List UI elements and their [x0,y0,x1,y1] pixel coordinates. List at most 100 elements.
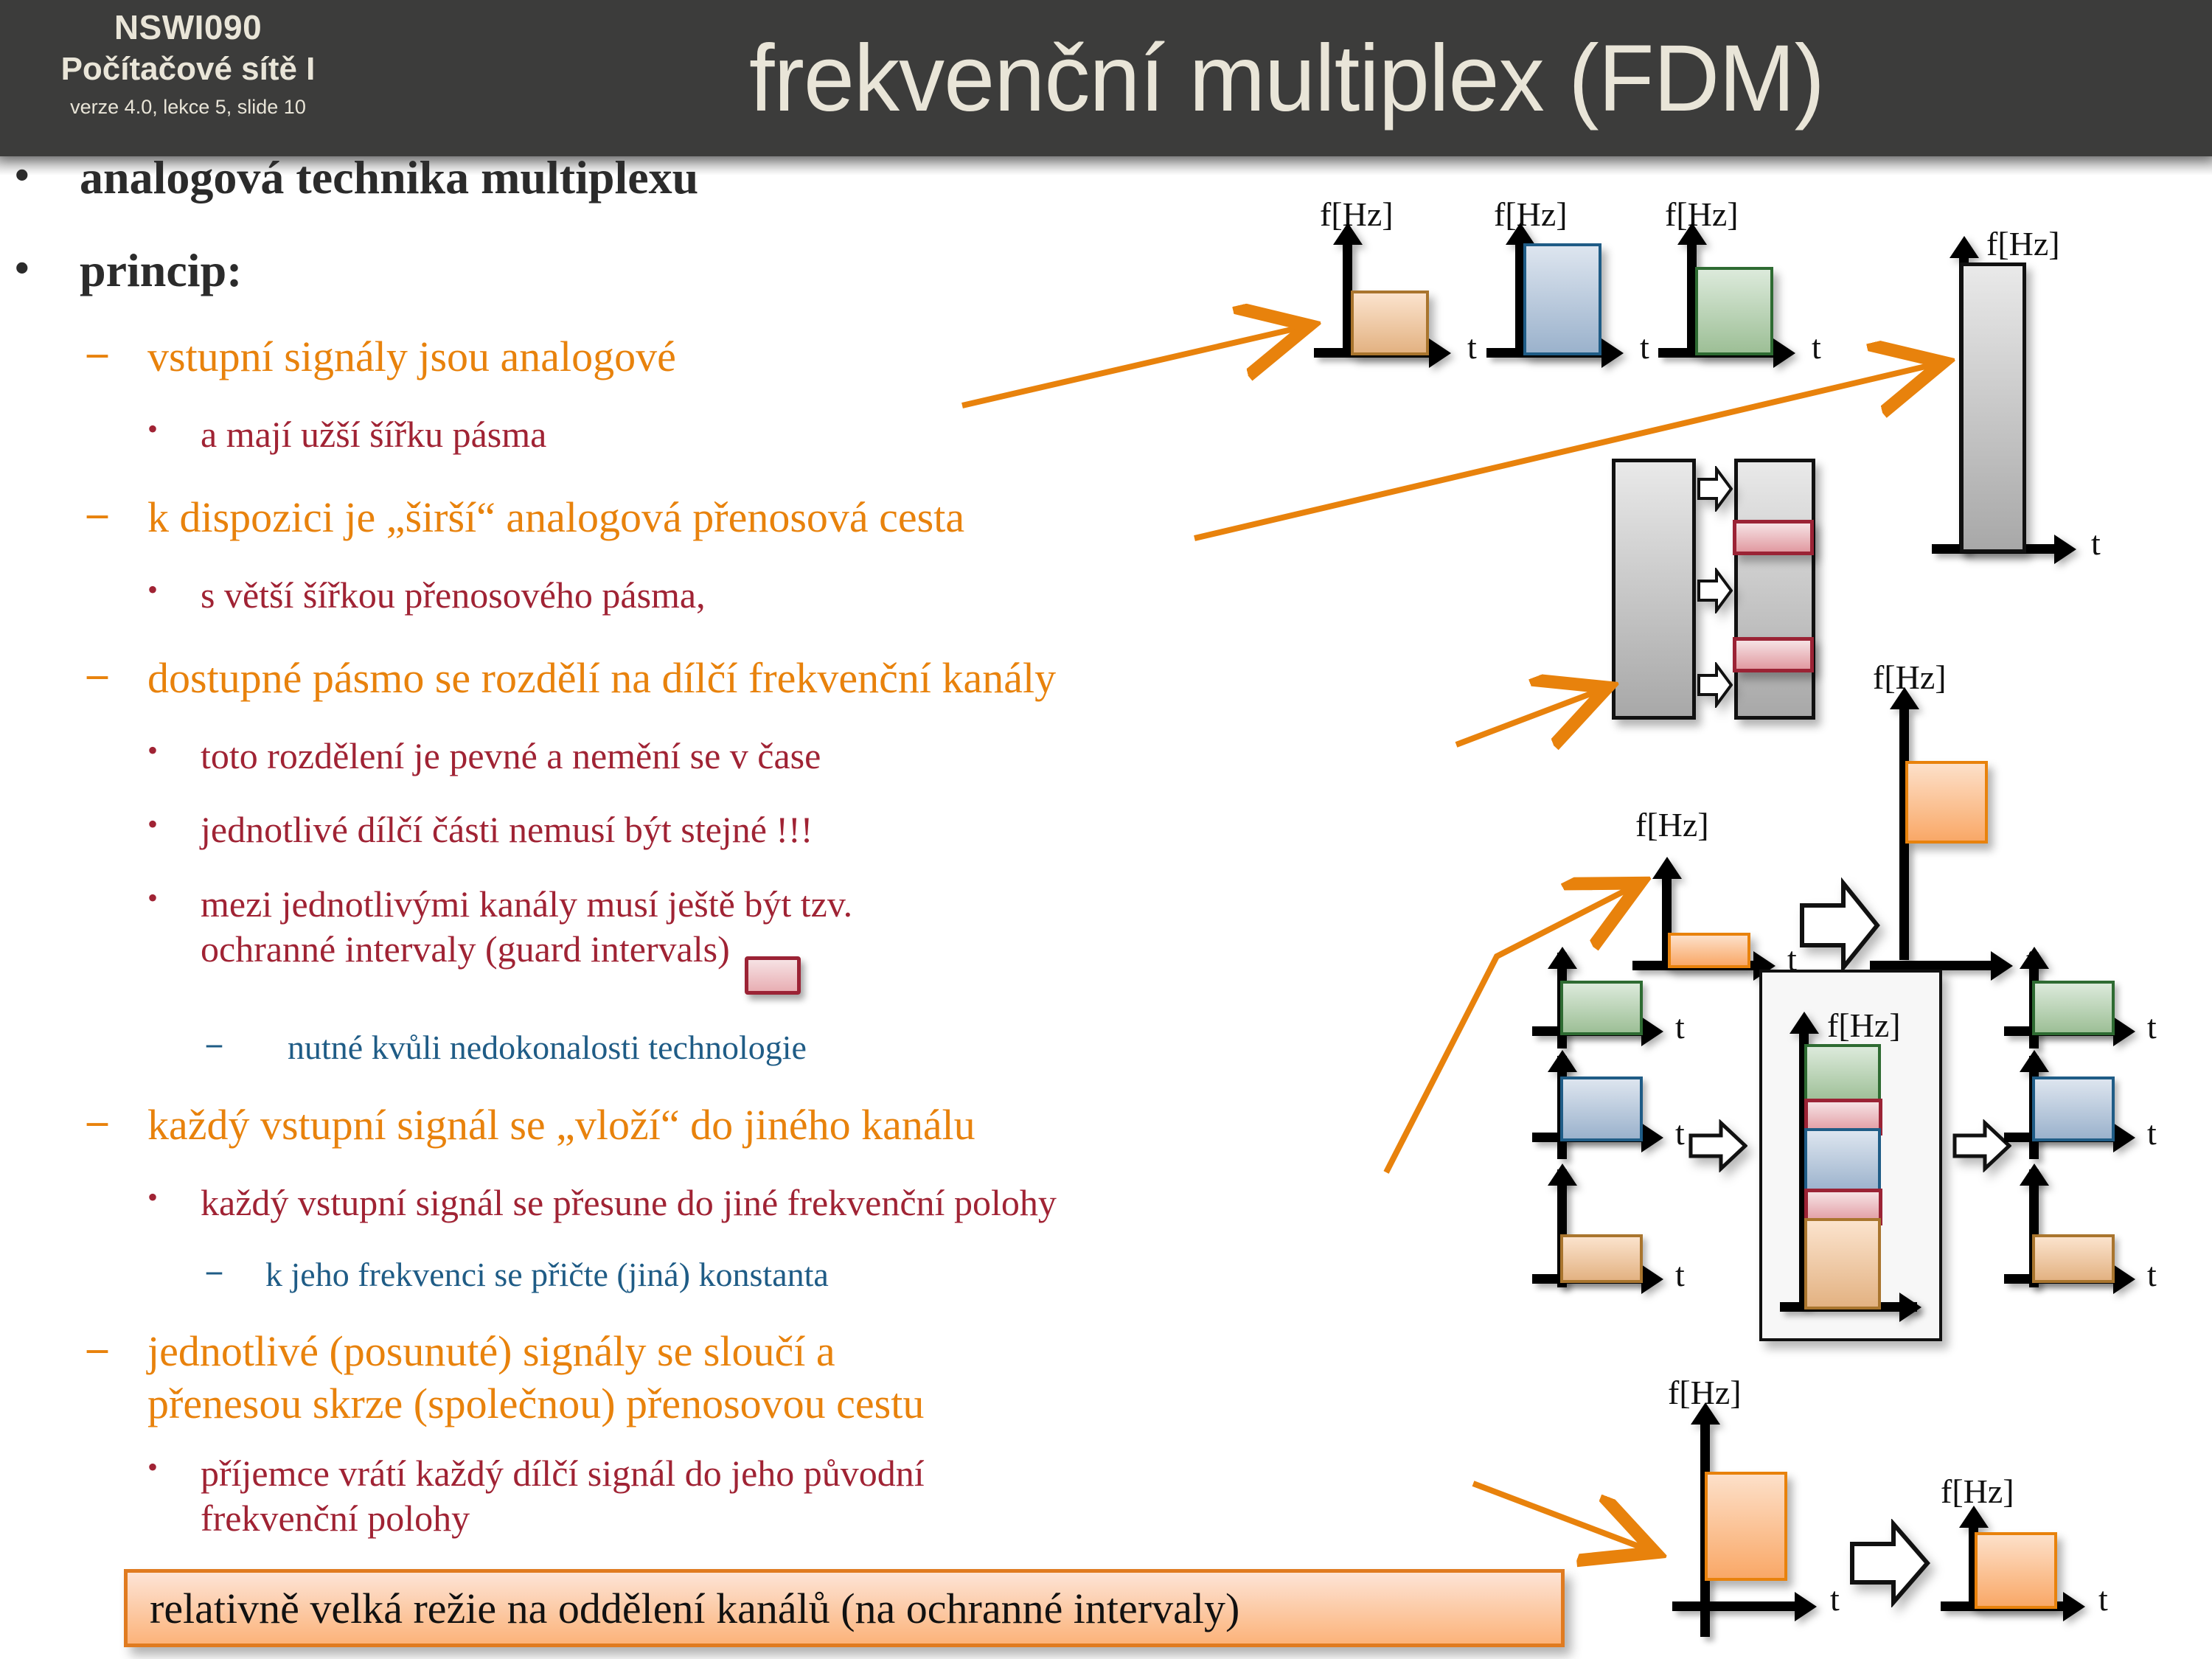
axis-arrow-right-icon [1899,1293,1921,1322]
axis-label-f: f[Hz] [1941,1472,2014,1510]
list-item: – nutné kvůli nedokonalosti technologie [206,1027,807,1067]
bullet-text-11: nutné kvůli nedokonalosti technologie [288,1029,807,1066]
axis-label-f: f[Hz] [1827,1006,1901,1044]
bullet-dot-icon: • [15,153,29,198]
block-arrow-icon [1688,1119,1747,1172]
axis-arrow-right-icon [2054,535,2076,564]
spectrum-band-restored [1975,1532,2057,1609]
spectrum-band-orange [1351,291,1429,355]
spectrum-band-blue [1523,243,1601,355]
list-item: • mezi jednotlivými kanály musí ještě bý… [147,881,944,972]
bullet-text-4: a mají užší šířku pásma [201,414,547,455]
axis-arrow-right-icon [2113,1123,2135,1152]
axis-arrow-up-icon [1959,1506,1989,1528]
bullet-text-12: každý vstupní signál se „vloží“ do jinéh… [147,1101,975,1149]
bullet-dash-icon: – [206,1027,222,1061]
list-item: • analogová technika multiplexu [15,150,698,205]
bullet-text-10: mezi jednotlivými kanály musí ještě být … [201,883,853,970]
axis-arrow-right-icon [1773,338,1795,368]
axis-arrow-up-icon [1333,223,1363,245]
list-item: – dostupné pásmo se rozdělí na dílčí fre… [87,651,1057,703]
guard-interval-2 [1733,637,1814,672]
axis-label-t: t [1830,1580,1840,1618]
spectrum-band-orange [2032,1234,2115,1283]
list-item: – k jeho frekvenci se přičte (jiná) kons… [206,1254,829,1294]
list-item: • a mají užší šířku pásma [147,412,547,456]
list-item: • každý vstupní signál se přesune do jin… [147,1180,1057,1224]
list-item: – každý vstupní signál se „vloží“ do jin… [87,1098,975,1150]
axis-label-t: t [1787,940,1797,978]
bullet-dash-icon: – [87,1098,108,1144]
bullet-dot-icon: • [15,246,29,291]
bullet-dot-icon: • [147,1450,159,1484]
spectrum-band-wide-grey [1960,262,2026,553]
list-item: • příjemce vrátí každý dílčí signál do j… [147,1450,959,1541]
axis-arrow-right-icon [2063,1592,2085,1621]
axis-arrow-up-icon [2020,947,2049,969]
bullet-text-8: toto rozdělení je pevné a nemění se v ča… [201,735,821,776]
list-item: – jednotlivé (posunuté) signály se slouč… [87,1325,957,1430]
bullet-dot-icon: • [147,881,159,914]
band-whole [1612,459,1696,720]
spectrum-band-orange [1560,1234,1643,1283]
axis-arrow-right-icon [1429,338,1451,368]
connector-arrow-5 [1472,1481,1644,1548]
axis-arrow-up-icon [1652,857,1682,879]
combined-band-blue [1804,1128,1881,1194]
axis-vertical [1687,243,1697,352]
bullet-text-9: jednotlivé dílčí části nemusí být stejné… [201,809,813,850]
axis-arrow-up-icon [1677,223,1707,245]
axis-label-f: f[Hz] [1986,225,2060,262]
spectrum-band-blue [1560,1077,1643,1141]
slide-header: NSWI090 Počítačové sítě I verze 4.0, lek… [0,0,2212,175]
list-item: • jednotlivé dílčí části nemusí být stej… [147,807,813,851]
axis-label-t: t [1675,1256,1685,1293]
bullet-dash-icon: – [87,490,108,536]
axis-arrow-up-icon [1506,223,1535,245]
axis-arrow-up-icon [1548,947,1577,969]
spectrum-band-blue [2032,1077,2115,1141]
course-code: NSWI090 [114,8,262,46]
axis-horizontal [1672,1601,1798,1611]
axis-label-t: t [1675,1114,1685,1152]
bullet-text-14: k jeho frekvenci se přičte (jiná) konsta… [265,1256,829,1293]
summary-callout: relativně velká režie na oddělení kanálů… [124,1569,1565,1647]
axis-label-t: t [1675,1008,1685,1046]
bullet-text-13: každý vstupní signál se přesune do jiné … [201,1182,1057,1223]
bullet-dot-icon: • [147,1180,159,1214]
bullet-dash-icon: – [87,1325,108,1371]
bullet-list: • analogová technika multiplexu • princi… [0,151,1475,1659]
axis-label-t: t [2147,1008,2157,1046]
connector-arrow-3 [1455,692,1596,745]
axis-arrow-up-icon [2020,1164,2049,1186]
axis-label-t: t [2091,524,2101,562]
bullet-dot-icon: • [147,573,159,606]
header-course-block: NSWI090 Počítačové sítě I verze 4.0, lek… [7,4,369,150]
bullet-text-7: dostupné pásmo se rozdělí na dílčí frekv… [147,654,1057,702]
axis-arrow-up-icon [1548,1164,1577,1186]
list-item: – k dispozici je „širší“ analogová přeno… [87,490,964,542]
block-arrow-icon [1799,877,1880,973]
axis-label-f: f[Hz] [1635,806,1709,844]
bullet-text-16: příjemce vrátí každý dílčí signál do jeh… [201,1453,925,1539]
band-split [1734,459,1815,720]
list-item: – vstupní signály jsou analogové [87,330,676,381]
bullet-text-3: vstupní signály jsou analogové [147,333,676,380]
block-arrow-icon [1697,662,1733,708]
list-item: • toto rozdělení je pevné a nemění se v … [147,734,821,777]
spectrum-band-green [1560,981,1643,1035]
bullet-dash-icon: – [87,651,108,697]
axis-label-t: t [2147,1114,2157,1152]
bullet-dot-icon: • [147,412,159,445]
axis-arrow-right-icon [1601,338,1624,368]
list-item: • princip: [15,243,242,298]
summary-callout-text: relativně velká režie na oddělení kanálů… [150,1584,1240,1632]
block-arrow-icon [1697,466,1733,512]
combined-band-orange [1804,1218,1881,1310]
spectrum-band-source [1705,1472,1787,1581]
page-title: frekvenční multiplex (FDM) [748,25,1825,131]
bullet-dot-icon: • [147,734,159,767]
axis-label-t: t [1812,328,1821,366]
spectrum-band-source [1668,933,1750,968]
